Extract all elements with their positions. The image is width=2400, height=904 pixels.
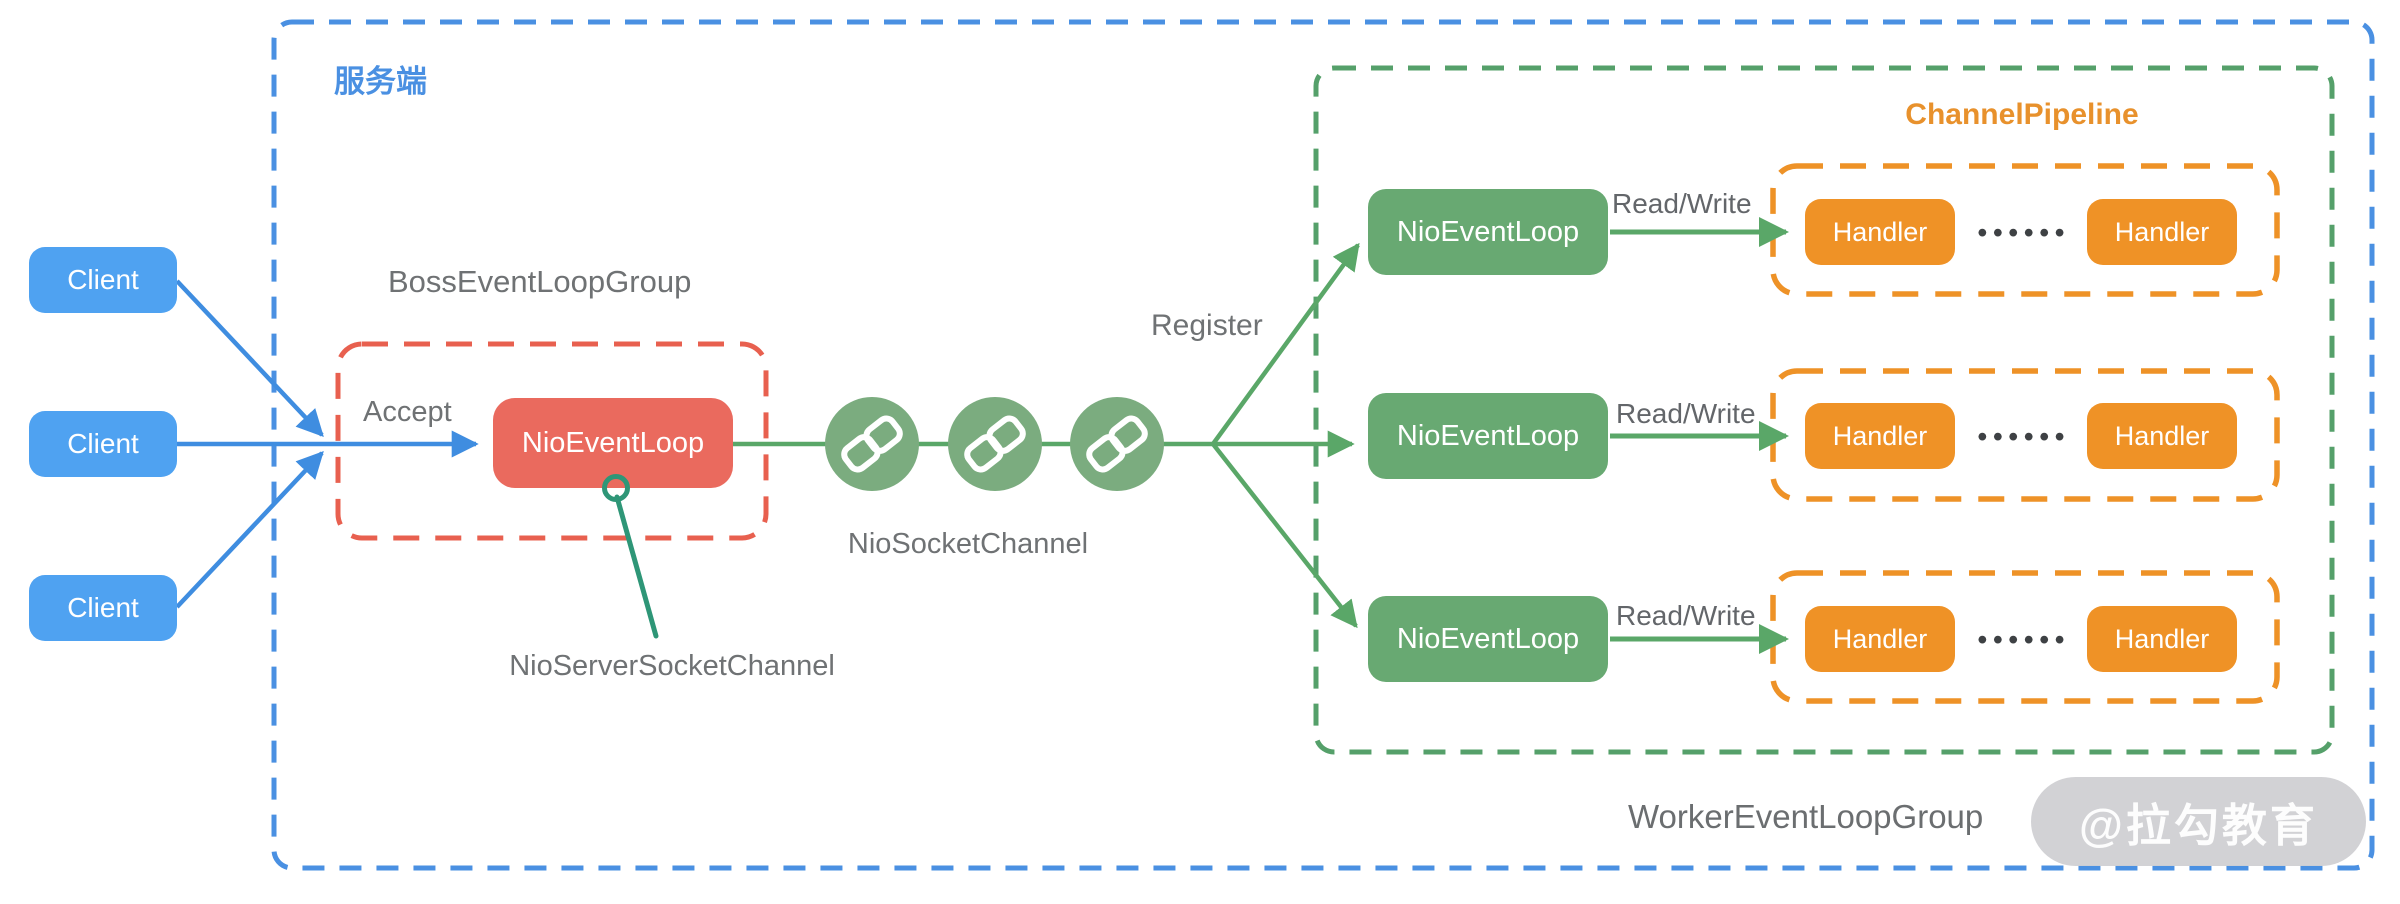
chain-link-icon bbox=[1086, 415, 1148, 473]
worker-group-title: WorkerEventLoopGroup bbox=[1628, 798, 1984, 835]
handler-box: Handler bbox=[1805, 199, 1955, 265]
worker-group-border bbox=[1313, 65, 2335, 755]
handler-box: Handler bbox=[2087, 199, 2237, 265]
read-write-label-row3: Read/Write bbox=[1616, 600, 1756, 631]
handler-box: Handler bbox=[1805, 403, 1955, 469]
client-box: Client bbox=[29, 247, 177, 313]
socket-channel-icon bbox=[948, 397, 1042, 491]
client-box: Client bbox=[29, 575, 177, 641]
socket-channel-label: NioSocketChannel bbox=[847, 528, 1089, 560]
handler-ellipsis: •••••• bbox=[1977, 217, 2071, 248]
handler-box: Handler bbox=[1805, 606, 1955, 672]
worker-nio-event-loop-box: NioEventLoop bbox=[1368, 596, 1608, 682]
client1-arrow bbox=[175, 279, 324, 437]
boss-group-title: BossEventLoopGroup bbox=[388, 264, 692, 299]
register-arrow-row1 bbox=[1211, 242, 1360, 446]
handler-ellipsis: •••••• bbox=[1977, 624, 2071, 655]
register-label: Register bbox=[1151, 309, 1263, 342]
lagou-watermark: @拉勾教育 bbox=[2031, 777, 2366, 866]
worker-nio-event-loop-box: NioEventLoop bbox=[1368, 393, 1608, 479]
server-socket-channel-label: NioServerSocketChannel bbox=[509, 650, 835, 682]
boss-nio-event-loop-box: NioEventLoop bbox=[493, 398, 733, 488]
client3-arrow bbox=[175, 451, 324, 609]
boss-group-border bbox=[335, 341, 769, 541]
read-write-label-row2: Read/Write bbox=[1616, 398, 1756, 429]
chain-link-icon bbox=[964, 415, 1026, 473]
server-socket-channel-anchor-ring bbox=[602, 474, 630, 502]
socket-channel-icon bbox=[1070, 397, 1164, 491]
socket-channel-icon bbox=[825, 397, 919, 491]
handler-ellipsis: •••••• bbox=[1977, 421, 2071, 452]
handler-box: Handler bbox=[2087, 403, 2237, 469]
server-socket-channel-pointer-line bbox=[614, 494, 659, 639]
accept-label: Accept bbox=[363, 396, 452, 428]
handler-box: Handler bbox=[2087, 606, 2237, 672]
client-box: Client bbox=[29, 411, 177, 477]
server-region-label: 服务端 bbox=[334, 64, 427, 99]
pipeline-border-row2 bbox=[1770, 368, 2280, 502]
register-arrow-row3 bbox=[1211, 442, 1358, 629]
worker-nio-event-loop-box: NioEventLoop bbox=[1368, 189, 1608, 275]
channel-pipeline-title: ChannelPipeline bbox=[1905, 98, 2139, 131]
read-write-label-row1: Read/Write bbox=[1612, 188, 1752, 219]
pipeline-border-row3 bbox=[1770, 570, 2280, 704]
pipeline-border-row1 bbox=[1770, 163, 2280, 297]
chain-link-icon bbox=[841, 415, 903, 473]
